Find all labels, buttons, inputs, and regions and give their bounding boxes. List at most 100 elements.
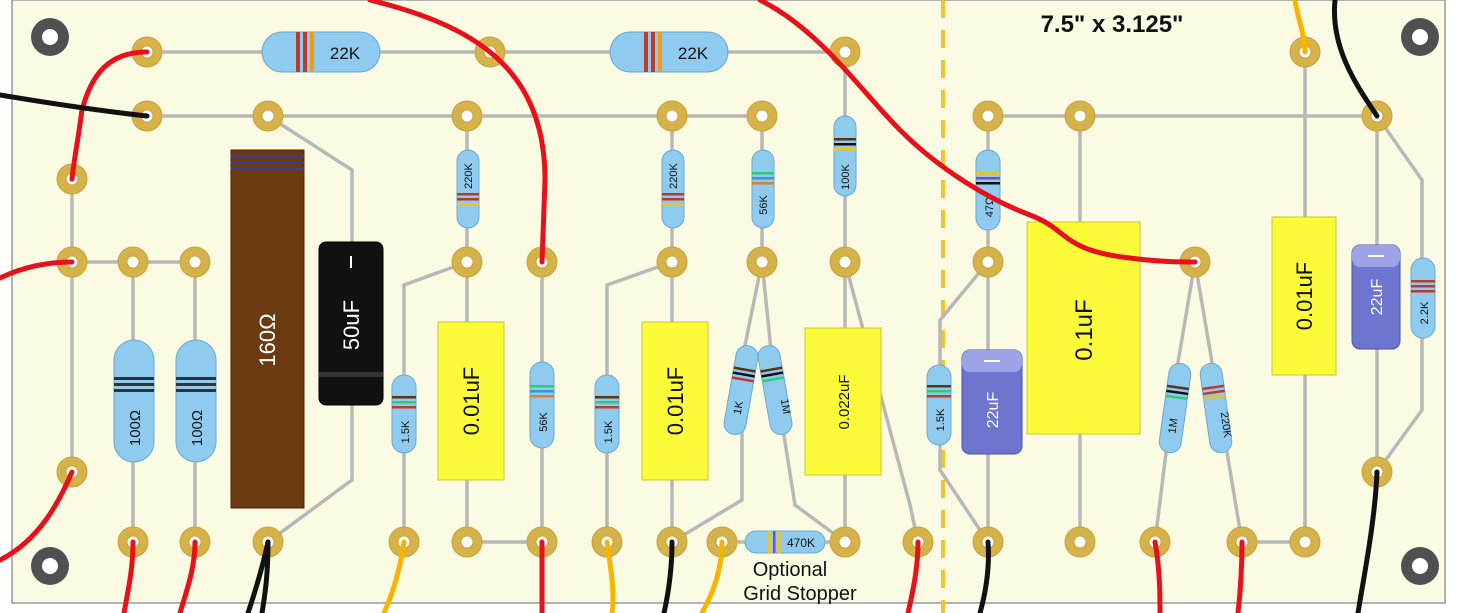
electrolytic-cap-22uf-2: 22uF <box>1351 244 1401 350</box>
grid-stopper-note-line2: Grid Stopper <box>743 583 857 605</box>
black-wire <box>1355 469 1380 613</box>
mounting-hole-icon <box>31 547 69 585</box>
pad <box>972 246 1004 278</box>
electrolytic-cap-22uf-1: 22uF <box>961 349 1023 455</box>
resistor-100-ohm-2: 100Ω <box>175 339 217 463</box>
pad <box>179 246 211 278</box>
pad <box>252 100 284 132</box>
mounting-hole-icon <box>1401 18 1439 56</box>
mounting-holes <box>31 18 1439 585</box>
red-wire <box>0 259 75 281</box>
pad <box>1064 526 1096 558</box>
resistor-47-ohm-label: 47Ω <box>984 197 996 217</box>
mounting-hole-icon <box>31 18 69 56</box>
pad <box>656 246 688 278</box>
red-wire <box>121 539 136 613</box>
resistor-1k: 1K <box>723 345 759 435</box>
film-cap-001uf-2-label: 0.01uF <box>663 367 688 436</box>
resistor-22k-1: 22K <box>261 31 381 73</box>
yellow-wire <box>604 539 616 613</box>
resistor-220k-2-label: 220K <box>668 162 680 188</box>
film-cap-01uf-label: 0.1uF <box>1071 299 1098 360</box>
film-cap-001uf-3: 0.01uF <box>1271 216 1337 376</box>
resistor-1k5-2: 1.5K <box>594 374 620 454</box>
yellow-wire <box>699 539 725 613</box>
pad <box>829 36 861 68</box>
film-cap-001uf-3-label: 0.01uF <box>1292 262 1317 331</box>
resistor-56k-1-label: 56K <box>758 195 770 215</box>
pad <box>117 246 149 278</box>
resistor-100-ohm-2-label: 100Ω <box>189 410 206 446</box>
pad <box>829 526 861 558</box>
resistor-100-ohm-1: 100Ω <box>113 339 155 463</box>
resistor-56k-2-label: 56K <box>538 412 550 432</box>
black-wire <box>0 92 150 119</box>
pad <box>1289 526 1321 558</box>
resistor-1m-1-label: 1M <box>778 398 792 415</box>
yellow-wire <box>1292 0 1308 55</box>
pad <box>746 100 778 132</box>
yellow-wire <box>381 539 407 613</box>
pad <box>829 246 861 278</box>
pad <box>972 100 1004 132</box>
wires <box>0 0 1380 613</box>
red-wire <box>367 0 548 265</box>
film-cap-001uf-1-label: 0.01uF <box>459 367 484 436</box>
resistor-2k2-label: 2.2K <box>1419 301 1431 324</box>
resistor-1k-label: 1K <box>732 400 746 416</box>
resistor-220k-1-label: 220K <box>463 162 475 188</box>
resistor-220k-1: 220K <box>456 149 480 229</box>
mounting-hole-icon <box>1401 547 1439 585</box>
resistor-1k5-2-label: 1.5K <box>603 420 615 443</box>
resistor-470k-label: 470K <box>787 536 815 550</box>
pad <box>451 100 483 132</box>
resistor-100k-label: 100K <box>840 163 852 189</box>
resistor-1k5-1: 1.5K <box>391 374 417 454</box>
film-cap-01uf: 0.1uF <box>1026 221 1141 435</box>
resistor-1m-2-label: 1M <box>1166 418 1180 435</box>
resistor-56k-1: 56K <box>751 149 775 229</box>
resistor-100k: 100K <box>833 115 857 197</box>
resistor-1m-1: 1M <box>757 345 793 435</box>
resistor-1m-2: 1M <box>1158 362 1192 454</box>
electrolytic-cap-50uf-label: 50uF <box>339 300 364 350</box>
black-wire <box>259 539 271 613</box>
red-wire <box>0 469 75 563</box>
pad <box>451 246 483 278</box>
resistor-1k5-3-label: 1.5K <box>935 408 947 431</box>
board-dimensions-label: 7.5" x 3.125" <box>1041 11 1184 38</box>
black-wire <box>977 539 991 613</box>
resistor-56k-2: 56K <box>529 361 555 449</box>
film-cap-0022uf: 0.022uF <box>804 327 882 476</box>
resistor-100-ohm-1-label: 100Ω <box>127 410 144 446</box>
resistor-470k: 470K <box>744 530 826 554</box>
resistor-1k5-1-label: 1.5K <box>400 420 412 443</box>
red-wire <box>1235 539 1245 613</box>
circuit-board <box>11 0 1446 604</box>
electrolytic-cap-22uf-2-label: 22uF <box>1369 279 1386 316</box>
power-resistor-160-ohm-label: 160Ω <box>255 313 280 366</box>
resistor-22k-2-label: 22K <box>678 44 709 63</box>
film-cap-001uf-1: 0.01uF <box>437 321 505 481</box>
resistor-22k-1-label: 22K <box>330 44 361 63</box>
power-resistor-160-ohm: 160Ω <box>230 149 305 509</box>
pad <box>1064 100 1096 132</box>
red-wire <box>177 539 198 613</box>
film-cap-001uf-2: 0.01uF <box>641 321 709 481</box>
red-wire <box>1152 539 1163 613</box>
black-wire <box>661 539 675 613</box>
film-cap-0022uf-label: 0.022uF <box>836 374 853 429</box>
grid-stopper-note-line1: Optional <box>753 559 828 581</box>
pad <box>451 526 483 558</box>
resistor-1k5-3: 1.5K <box>926 364 952 446</box>
electrolytic-cap-22uf-1-label: 22uF <box>985 392 1002 429</box>
black-wire <box>1331 0 1380 119</box>
resistor-2k2: 2.2K <box>1410 257 1436 339</box>
resistor-220k-3: 220K <box>1199 362 1233 454</box>
red-wire <box>757 0 1198 265</box>
electrolytic-cap-50uf: 50uF <box>318 241 384 406</box>
pad <box>656 100 688 132</box>
resistor-220k-2: 220K <box>661 149 685 229</box>
resistor-22k-2: 22K <box>609 31 729 73</box>
